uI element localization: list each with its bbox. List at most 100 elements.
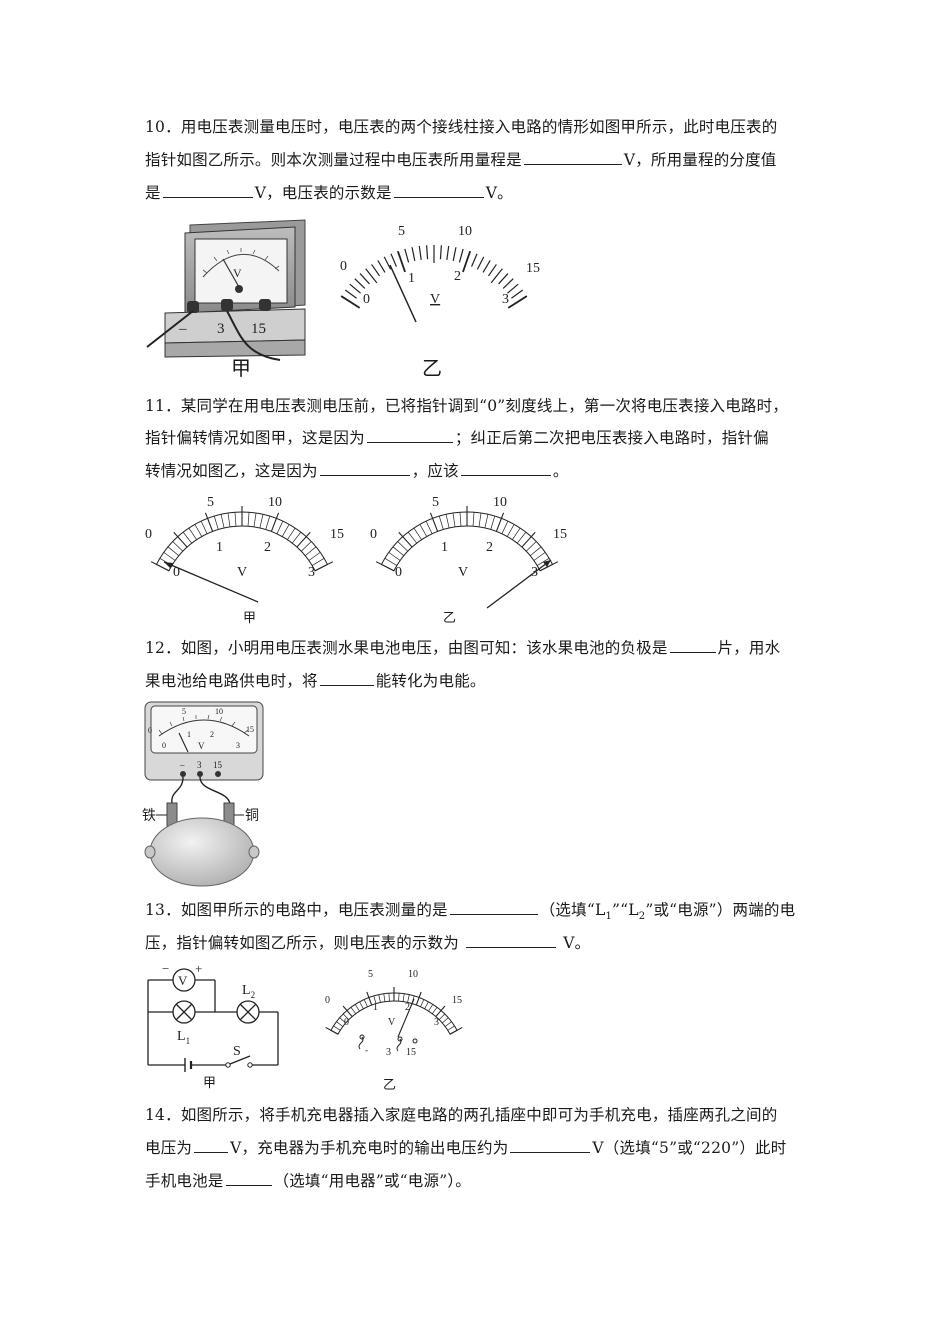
scale-label: 10 [493,495,507,510]
q14-text: （选填“用电器”或“电源”）。 [273,1172,471,1190]
q11-text: 。 [552,462,569,480]
meter-letter: V [233,266,242,280]
q11-line-3: 转情况如图乙，这是因为 ，应该 。 [145,461,810,481]
q14-line-1: 14．如图所示，将手机充电器插入家庭电路的两孔插座中即可为手机充电，插座两孔之间… [145,1106,778,1124]
figure-caption: 甲 [231,356,251,380]
q13-text: ”或“电源”）两端的电 [645,901,796,919]
answer-blank[interactable] [510,1138,591,1153]
answer-blank[interactable] [319,671,374,686]
scale-label: 0 [162,741,166,750]
needle [178,732,189,753]
answer-blank[interactable] [466,933,557,948]
scale-label: 0 [340,259,347,274]
needle [163,561,259,603]
scale-label: 10 [215,707,223,716]
figure-caption: 乙 [443,611,457,626]
q10-voltmeter-scale: 0 5 10 15 0 1 2 3 V [340,224,540,323]
answer-blank[interactable] [393,183,484,198]
scale-label: 3 [434,1017,439,1028]
scale-label: 2 [405,1002,410,1013]
needle [486,559,552,609]
q11-line-1: 11．某同学在用电压表测电压前，已将指针调到“0”刻度线上，第一次将电压表接入电… [145,397,789,415]
plus-sign: + [195,961,202,976]
q12-fruit-battery-illustration: 0 5 10 15 0 1 2 3 V – 3 15 铁 铜 [142,701,264,887]
minus-sign: − [162,961,169,976]
q13-line-1: 13．如图甲所示的电路中，电压表测量的是（选填“L1”“L2”或“电源”）两端的… [145,900,810,927]
scale-label: 1 [441,540,448,555]
q11-scale-yi: 0 5 10 15 0 1 2 3 V [370,495,567,609]
scale-label: 0 [344,1017,349,1028]
scale-label: 15 [246,725,254,734]
scale-label: 3 [236,741,240,750]
q12-text: 果电池给电路供电时，将 [145,672,318,690]
scale-label: 0 [363,292,370,307]
needle [389,264,417,323]
q13-text: ”“L [612,901,639,919]
copper-label: 铜 [245,808,259,824]
q12-text: 12．如图，小明用电压表测水果电池电压，由图可知：该水果电池的负极是 [145,639,668,657]
answer-blank[interactable] [523,150,622,165]
q10-text: V，电压表的示数是 [254,184,392,202]
q11-text: 转情况如图乙，这是因为 [145,462,318,480]
q13-voltmeter-scale: 0 5 10 15 0 1 2 3 V - 3 15 [325,969,463,1058]
q14-line-3: 手机电池是 （选填“用电器”或“电源”）。 [145,1171,810,1191]
answer-blank[interactable] [319,461,410,476]
q10-text: 是 [145,184,161,202]
scale-label: 10 [408,969,418,980]
iron-label: 铁 [142,808,156,824]
scale-label: 3 [308,565,315,580]
q14-text: 手机电池是 [145,1172,224,1190]
q11-line-2: 指针偏转情况如图甲，这是因为；纠正后第二次把电压表接入电路时，指针偏 [145,428,810,448]
scale-label: 5 [398,224,405,239]
q13-text: 压，指针偏转如图乙所示，则电压表的示数为 [145,934,465,952]
answer-blank[interactable] [194,1138,229,1153]
answer-blank[interactable] [669,638,716,653]
q13-subscript: 2 [638,911,646,923]
q11-scale-jia: 0 5 10 15 0 1 2 3 V [145,495,344,603]
label-L2: L2 [242,983,255,1000]
meter-letter: V [198,741,205,751]
scale-label: 2 [454,269,461,284]
terminal-label: – [179,760,185,770]
q10-line-2: 指针如图乙所示。则本次测量过程中电压表所用量程是 V，所用量程的分度值 [145,150,810,170]
q10-text: 指针如图乙所示。则本次测量过程中电压表所用量程是 [145,151,522,169]
q12-text: 片，用水 [717,639,781,657]
scale-label: 0 [148,726,152,735]
meter-letter: V [237,565,247,580]
q12-text: 能转化为电能。 [375,672,486,690]
terminal-label: 3 [386,1047,391,1058]
terminal-label: – [178,321,187,337]
scale-label: 5 [207,495,214,510]
voltmeter-symbol-label: V [178,973,188,988]
q14-text: V（选填“5”或“220”）此时 [592,1139,787,1157]
answer-blank[interactable] [366,428,453,443]
scale-label: 1 [373,1002,378,1013]
scale-label: 0 [325,995,330,1006]
terminal-label: 3 [217,321,225,337]
scale-label: 1 [216,540,223,555]
scale-label: 15 [452,995,462,1006]
answer-blank[interactable] [460,461,551,476]
q10-voltmeter-illustration: V – 3 15 [146,219,306,361]
terminal-label: - [365,1045,368,1055]
answer-blank[interactable] [449,900,538,915]
q13-text: V。 [558,934,591,952]
answer-blank[interactable] [162,183,253,198]
q11-text: ；纠正后第二次把电压表接入电路时，指针偏 [454,429,769,447]
q12-line-2: 果电池给电路供电时，将 能转化为电能。 [145,671,810,691]
scale-label: 3 [502,292,509,307]
q10-text: V，所用量程的分度值 [623,151,777,169]
scale-label: 5 [182,707,186,716]
scale-label: 0 [395,565,402,580]
scale-label: 10 [268,495,282,510]
q14-text: 电压为 [145,1139,193,1157]
terminal-label: 15 [406,1047,416,1058]
answer-blank[interactable] [225,1171,272,1186]
q11-text: ，应该 [411,462,459,480]
figure-caption: 甲 [243,611,257,626]
q13-text: （选填“L [539,901,606,919]
scale-label: 5 [368,969,373,980]
